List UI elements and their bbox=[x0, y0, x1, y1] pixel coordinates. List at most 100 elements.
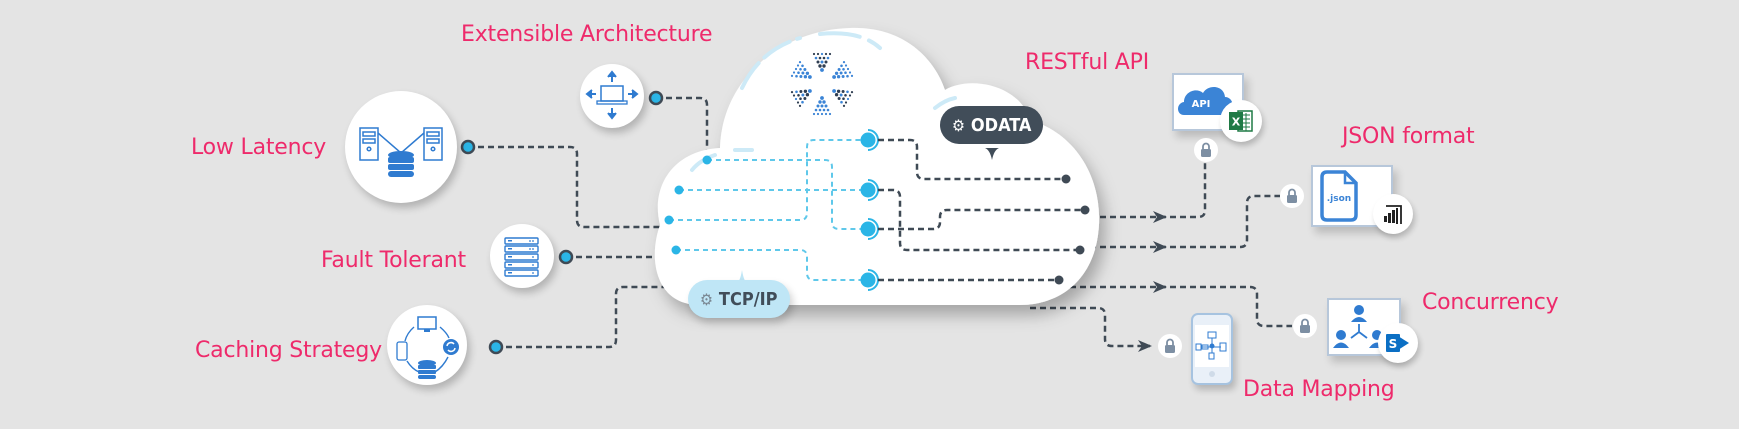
logo-dot bbox=[826, 108, 830, 112]
logo-dot bbox=[828, 52, 832, 56]
logo-dot bbox=[850, 91, 854, 94]
logo-dot bbox=[818, 64, 822, 68]
logo-dot bbox=[840, 100, 843, 104]
logo-dot bbox=[803, 89, 808, 94]
logo-dot bbox=[826, 56, 830, 60]
star-dot-logo bbox=[790, 52, 854, 116]
logo-dot bbox=[796, 64, 800, 67]
gear-icon: ⚙ bbox=[700, 289, 713, 309]
logo-dot bbox=[797, 94, 800, 97]
logo-dot bbox=[839, 71, 843, 75]
cloud-shape bbox=[654, 27, 1100, 305]
label-data-mapping: Data Mapping bbox=[1243, 377, 1395, 402]
logo-dot bbox=[822, 108, 826, 112]
logo-dot bbox=[812, 52, 816, 56]
logo-dot bbox=[803, 97, 807, 100]
logo-dot bbox=[803, 75, 808, 79]
logo-dot bbox=[790, 74, 794, 77]
logo-dot bbox=[846, 67, 850, 71]
logo-dot bbox=[820, 112, 824, 116]
logo-dot bbox=[805, 93, 810, 97]
lock-icon bbox=[1201, 142, 1211, 157]
logo-dot bbox=[814, 108, 818, 112]
logo-dot bbox=[848, 71, 852, 74]
server-rack-icon bbox=[504, 237, 539, 277]
excel-icon: X bbox=[1229, 110, 1253, 132]
logo-dot bbox=[837, 97, 841, 100]
lock-icon bbox=[1165, 338, 1175, 353]
logo-dot bbox=[816, 104, 820, 108]
logo-dot bbox=[792, 94, 796, 97]
logo-dot bbox=[795, 74, 798, 78]
logo-dot bbox=[794, 67, 798, 71]
logo-dot bbox=[816, 52, 820, 56]
connector-data-mapping bbox=[1030, 306, 1152, 352]
logo-dot bbox=[850, 74, 854, 77]
logo-dot bbox=[801, 71, 805, 75]
logo-dot bbox=[818, 56, 822, 60]
node-low-latency bbox=[345, 91, 457, 203]
logo-dot bbox=[824, 60, 828, 64]
logo-dot bbox=[820, 96, 824, 100]
logo-dot bbox=[846, 74, 849, 78]
svg-text:S: S bbox=[1389, 337, 1398, 351]
logo-dot bbox=[808, 89, 812, 93]
logo-dot bbox=[820, 104, 824, 108]
logo-dot bbox=[795, 90, 798, 94]
logo-dot bbox=[834, 71, 839, 76]
card-json-format: .json bbox=[1311, 165, 1393, 227]
logo-dot bbox=[841, 90, 845, 93]
node-extensible-architecture bbox=[580, 64, 644, 128]
tcpip-label: TCP/IP bbox=[718, 288, 778, 310]
logo-dot bbox=[844, 71, 847, 74]
cache-cycle-icon bbox=[396, 316, 459, 379]
svg-text:X: X bbox=[1232, 116, 1241, 129]
label-restful-api: RESTful API bbox=[1025, 50, 1149, 75]
logo-dot bbox=[798, 61, 802, 64]
logo-dot bbox=[824, 104, 828, 108]
logo-dot bbox=[799, 68, 802, 71]
logo-dot bbox=[820, 52, 824, 56]
logo-dot bbox=[846, 97, 850, 101]
logo-dot bbox=[824, 52, 828, 56]
label-concurrency: Concurrency bbox=[1422, 290, 1559, 315]
lock-restful-api bbox=[1194, 138, 1218, 162]
endpoint-dots bbox=[460, 90, 664, 355]
label-extensible-architecture: Extensible Architecture bbox=[461, 22, 713, 47]
label-low-latency: Low Latency bbox=[191, 135, 327, 160]
json-text: .json bbox=[1327, 194, 1351, 204]
logo-dot bbox=[844, 101, 848, 104]
inner-hubs bbox=[860, 129, 879, 291]
logo-dot bbox=[822, 64, 826, 68]
node-caching-strategy bbox=[387, 305, 467, 385]
logo-dot bbox=[805, 71, 810, 76]
logo-dot bbox=[799, 75, 803, 78]
logo-dot bbox=[798, 104, 802, 107]
mobile-network-icon bbox=[1195, 325, 1229, 377]
logo-dot bbox=[792, 71, 796, 74]
logo-dot bbox=[824, 112, 828, 116]
logo-dot bbox=[790, 91, 794, 94]
sharepoint-badge: S bbox=[1378, 323, 1418, 363]
lock-concurrency bbox=[1293, 314, 1317, 338]
excel-badge: X bbox=[1220, 100, 1262, 142]
logo-dot bbox=[836, 89, 841, 94]
logo-dot bbox=[801, 64, 804, 68]
logo-dot bbox=[797, 71, 800, 74]
logo-dot bbox=[799, 97, 802, 100]
logo-dot bbox=[816, 112, 820, 116]
odata-badge: ⚙ ODATA bbox=[940, 106, 1044, 144]
label-caching-strategy: Caching Strategy bbox=[195, 338, 382, 363]
json-file-icon: .json bbox=[1320, 170, 1358, 222]
logo-dot bbox=[820, 60, 824, 64]
logo-dot bbox=[834, 93, 839, 97]
logo-dot bbox=[841, 75, 845, 78]
connector-caching bbox=[496, 285, 700, 349]
connector-extensible bbox=[656, 96, 709, 170]
logo-dot bbox=[839, 93, 843, 97]
logo-dot bbox=[799, 90, 803, 93]
logo-dot bbox=[832, 75, 836, 79]
logo-dot bbox=[844, 64, 848, 67]
laptop-expand-icon bbox=[585, 70, 639, 120]
